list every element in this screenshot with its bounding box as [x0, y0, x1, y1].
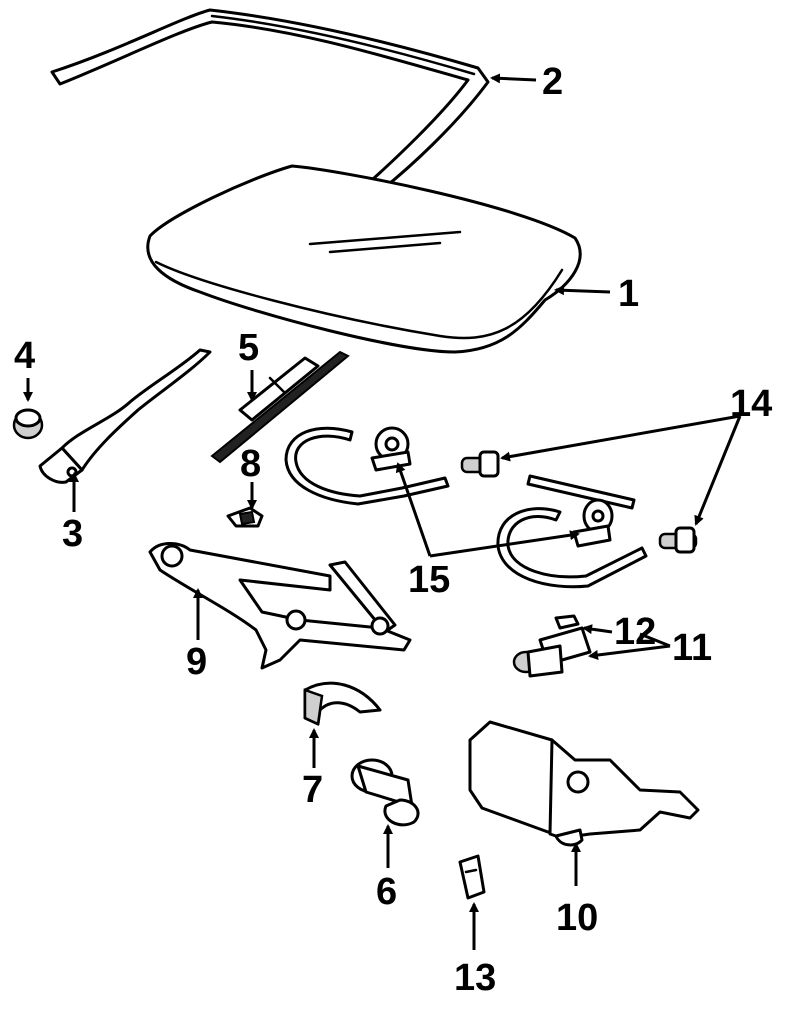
callout-2: 2: [542, 61, 563, 103]
callout-12: 12: [614, 611, 656, 653]
blade-clip: [226, 506, 264, 528]
callout-15: 15: [408, 559, 450, 601]
wiper-motor: [350, 758, 420, 827]
wiper-arm-cap: [12, 408, 44, 440]
callout-10: 10: [556, 897, 598, 939]
callout-3: 3: [62, 513, 83, 555]
wiper-arm: [38, 348, 212, 484]
callout-1: 1: [618, 273, 639, 315]
washer-nozzle-upper: [460, 450, 500, 478]
washer-reservoir: [468, 720, 700, 847]
callout-14: 14: [730, 383, 772, 425]
callout-5: 5: [238, 327, 259, 369]
check-valve-left: [370, 426, 412, 472]
wiper-blade: [210, 350, 350, 464]
rear-glass: [146, 164, 582, 354]
callout-11: 11: [672, 627, 712, 669]
wiper-linkage: [148, 542, 412, 670]
motor-cover: [303, 681, 382, 726]
callout-9: 9: [186, 641, 207, 683]
callout-7: 7: [302, 769, 323, 811]
callout-13: 13: [454, 957, 496, 999]
washer-pump: [512, 626, 592, 678]
washer-nozzle-lower: [658, 526, 698, 554]
callout-4: 4: [14, 335, 35, 377]
leader-lines: [23, 73, 742, 950]
fluid-level-sensor: [458, 854, 486, 900]
washer-hose-left: [284, 426, 450, 506]
pump-grommet: [554, 614, 580, 630]
callout-6: 6: [376, 871, 397, 913]
callout-8: 8: [240, 443, 261, 485]
check-valve-right: [572, 498, 614, 548]
washer-hose-right: [496, 474, 648, 589]
